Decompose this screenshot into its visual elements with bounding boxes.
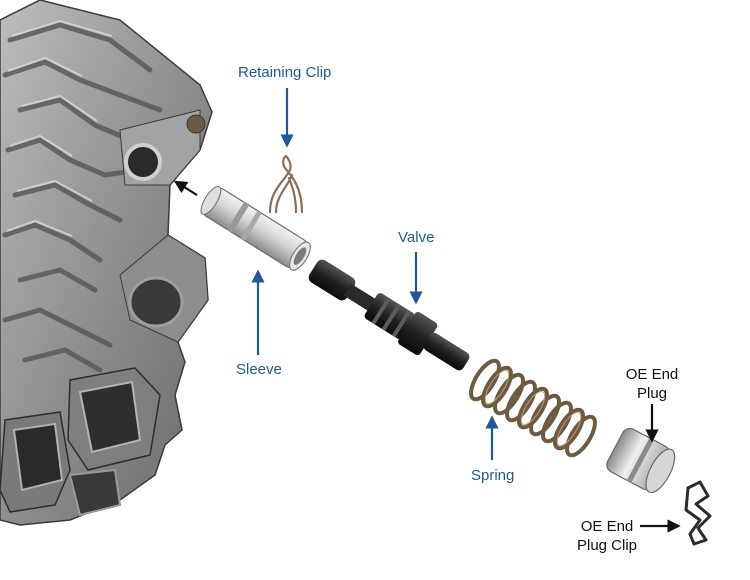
sleeve-label: Sleeve — [236, 361, 282, 378]
oe-end-plug-part — [606, 427, 676, 494]
oe-end-plug-clip-part — [684, 480, 712, 546]
oe-end-plug-label-line-2: Plug — [636, 385, 668, 402]
oe-end-plug-label: OE End Plug — [617, 365, 687, 403]
valve-part — [308, 259, 470, 371]
oe-end-plug-clip-label-line-2: Plug Clip — [576, 537, 638, 554]
oe-end-plug-clip-label: OE End Plug Clip — [572, 517, 642, 555]
insertion-direction-arrow — [173, 180, 198, 196]
spring-part — [469, 358, 597, 458]
oe-end-plug-clip-label-line-1: OE End — [580, 518, 634, 535]
retaining-clip-part — [268, 154, 304, 214]
oe-end-plug-label-line-1: OE End — [625, 366, 679, 383]
valve-body-casting — [0, 0, 213, 526]
retaining-clip-label: Retaining Clip — [238, 64, 332, 81]
spring-label: Spring — [471, 467, 515, 484]
valve-label: Valve — [398, 229, 435, 246]
sleeve-part — [200, 186, 311, 271]
